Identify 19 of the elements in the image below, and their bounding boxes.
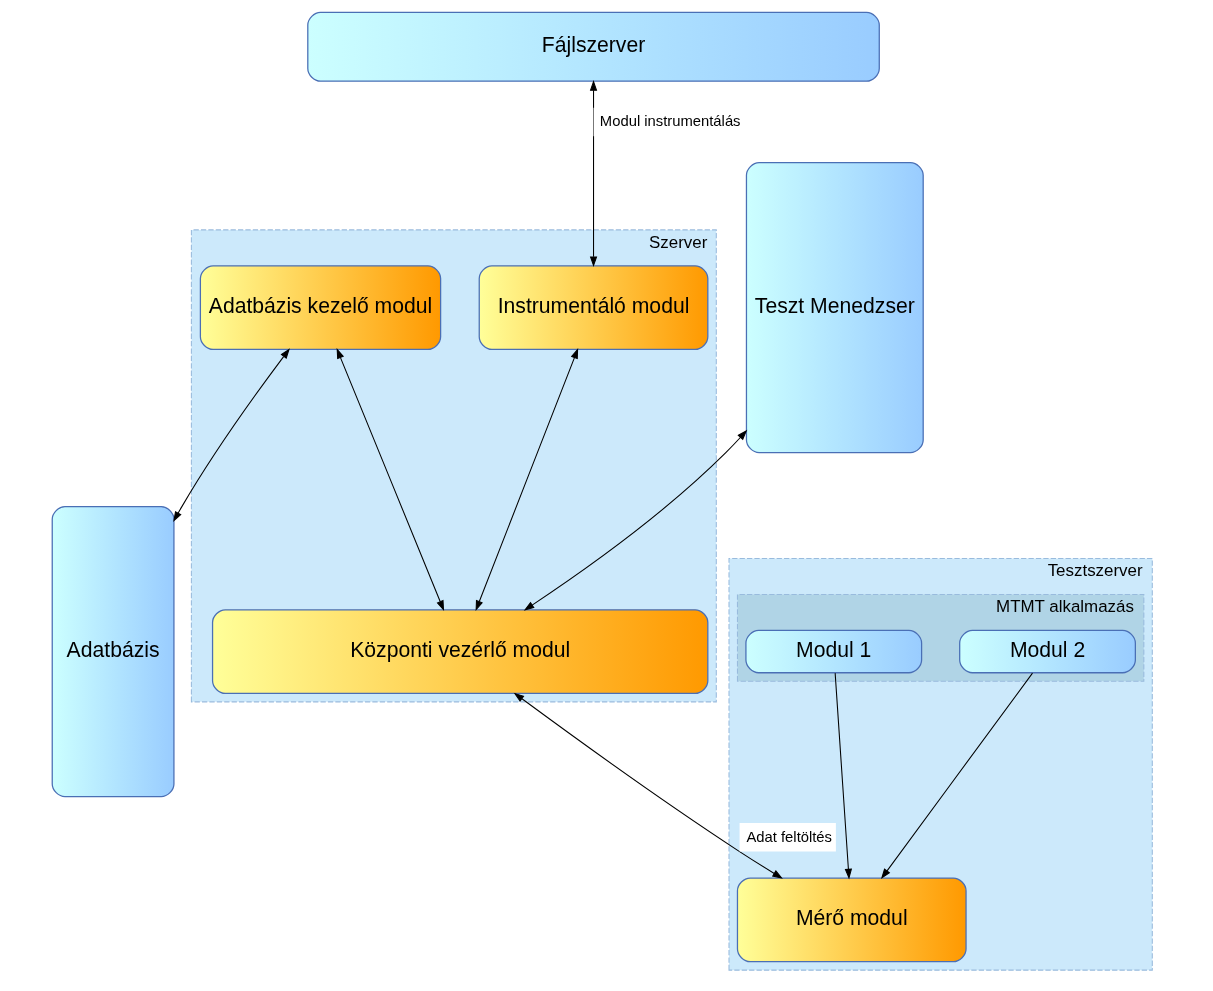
arrow <box>523 429 748 611</box>
node-box: Fájlszerver <box>307 11 880 82</box>
arrow <box>173 348 290 522</box>
arrow <box>475 348 579 612</box>
edge-label: Modul instrumentálás <box>599 113 741 130</box>
node-box: Modul 2 <box>959 629 1136 674</box>
node-box: Teszt Menedzser <box>745 162 924 454</box>
node-box: Központi vezérlő modul <box>211 609 709 695</box>
edge-label: Adat feltöltés <box>746 828 832 845</box>
arrow <box>513 692 783 879</box>
node-box: Mérő modul <box>736 877 967 963</box>
arrow <box>880 672 1033 880</box>
node-box: Modul 1 <box>745 629 923 674</box>
node-box: Adatbázis kezelő modul <box>199 265 442 351</box>
arrow <box>336 348 445 612</box>
node-box: Adatbázis <box>51 505 175 798</box>
arrow <box>589 80 598 268</box>
arrow <box>834 672 853 880</box>
node-box: Instrumentáló modul <box>478 265 709 351</box>
